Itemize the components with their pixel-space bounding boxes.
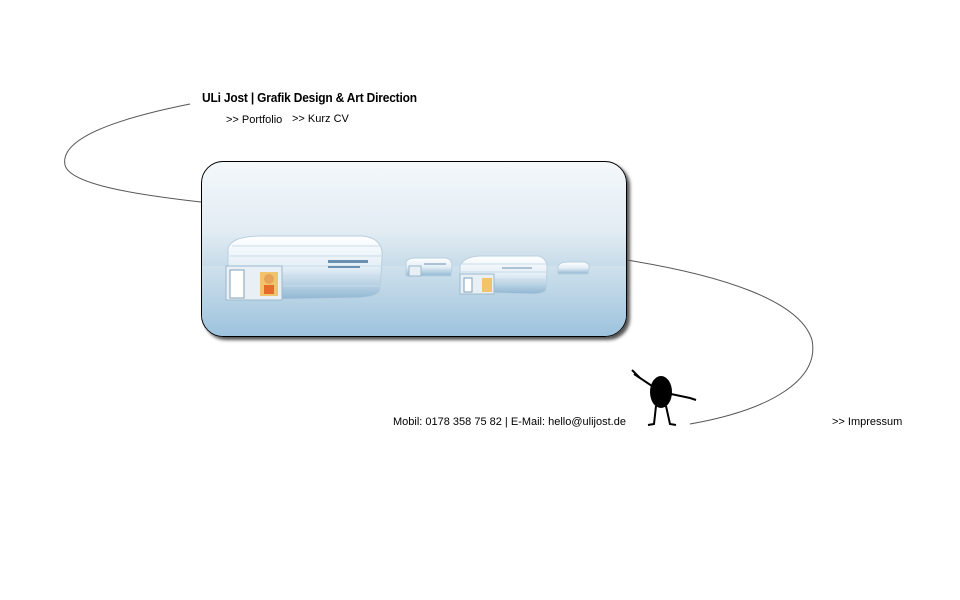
inflatable-tents-image [202,235,626,336]
large-tent [225,235,383,301]
medium-tent [459,255,548,295]
left-curve-line [64,103,202,203]
nav-portfolio-label[interactable]: >> Portfolio [226,114,283,126]
right-curve-line [626,259,814,425]
stick-figure-mascot-icon [631,369,697,426]
contact-info: Mobil: 0178 358 75 82 | E-Mail: hello@ul… [393,416,626,428]
small-tent-1 [405,257,453,277]
impressum-link[interactable]: >> Impressum [832,416,902,428]
nav-portfolio-link[interactable]: >> Portfolio [226,114,282,126]
nav-cv-link[interactable]: >> Kurz CV [292,113,349,125]
page-title: ULi Jost | Grafik Design & Art Direction [202,90,417,105]
impressum-label[interactable]: >> Impressum [832,416,903,428]
nav-cv-label[interactable]: >> Kurz CV [292,113,349,125]
hero-image-panel [201,161,627,337]
small-tent-2 [557,261,590,275]
